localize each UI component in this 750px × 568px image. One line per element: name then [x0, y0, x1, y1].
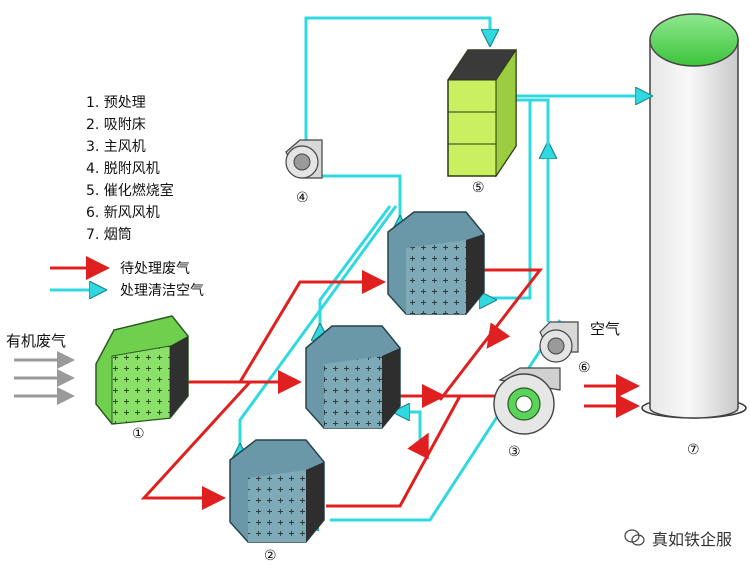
- legend-red-label: 待处理废气: [120, 261, 190, 277]
- legend-item-6: 6. 新风风机: [86, 205, 160, 221]
- label-6: ⑥: [578, 360, 591, 376]
- watermark: 真如铁企服: [624, 526, 732, 550]
- waste-gas-pipes: [140, 268, 640, 510]
- legend-item-4: 4. 脱附风机: [86, 161, 160, 177]
- label-4: ④: [296, 190, 309, 206]
- legend-cyan-label: 处理清洁空气: [120, 283, 204, 299]
- label-2: ②: [264, 548, 277, 564]
- legend-item-5: 5. 催化燃烧室: [86, 183, 174, 199]
- legend-item-1: 1. 预处理: [86, 95, 146, 111]
- chimney: [641, 13, 747, 419]
- main-fan: [493, 367, 561, 435]
- legend-item-7: 7. 烟筒: [86, 227, 132, 243]
- air-label: 空气: [590, 320, 620, 338]
- adsorber-middle: [305, 325, 401, 429]
- label-1: ①: [132, 426, 145, 442]
- input-label: 有机废气: [6, 332, 66, 350]
- fresh-air-fan: [539, 321, 579, 363]
- legend-item-2: 2. 吸附床: [86, 117, 146, 133]
- adsorber-top: [387, 211, 485, 315]
- legend-item-3: 3. 主风机: [86, 139, 146, 155]
- desorption-fan: [285, 139, 323, 179]
- label-3: ③: [508, 444, 521, 460]
- label-5: ⑤: [472, 180, 485, 196]
- clean-air-pipes: [240, 16, 650, 522]
- wechat-icon: [624, 529, 645, 546]
- label-7: ⑦: [687, 442, 700, 458]
- input-arrows: [14, 351, 75, 405]
- catalytic-combustion-chamber: [447, 48, 517, 178]
- pretreatment-unit: [95, 315, 189, 425]
- watermark-text: 真如铁企服: [651, 530, 732, 549]
- adsorber-bottom: [229, 439, 325, 543]
